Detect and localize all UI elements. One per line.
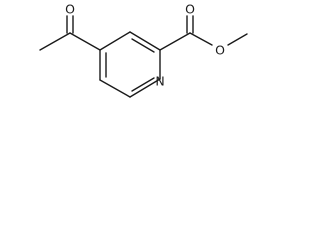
methyl-ester-group <box>159 15 248 51</box>
molecule-diagram: N O O O <box>0 0 250 134</box>
structure-canvas: N O O O <box>0 0 250 134</box>
background <box>0 0 250 134</box>
bond-c4-carbonyl <box>69 32 101 51</box>
bond-oxygen-methyl <box>227 33 248 46</box>
ester-carbonyl-oxygen-label: O <box>185 2 195 17</box>
ring-bond-c4-c3 <box>99 31 131 51</box>
ring-nitrogen-label: N <box>155 74 164 89</box>
ring-bond-c3-c2 <box>129 31 161 51</box>
acetyl-oxygen-label: O <box>65 2 75 17</box>
bond-carbonyl-methyl <box>39 32 71 51</box>
bond-c2-ester-carbon <box>159 32 191 51</box>
ring-double-n1-c6 <box>131 77 155 92</box>
bond-ester-carbon-oxygen <box>189 32 213 46</box>
pyridine-ring <box>99 31 161 98</box>
ring-double-c3-c2 <box>131 38 155 53</box>
ring-bond-n1-c6 <box>129 78 161 98</box>
ester-ether-oxygen-label: O <box>215 43 225 58</box>
acetyl-group <box>39 15 101 51</box>
ring-bond-c6-c5 <box>99 79 131 98</box>
